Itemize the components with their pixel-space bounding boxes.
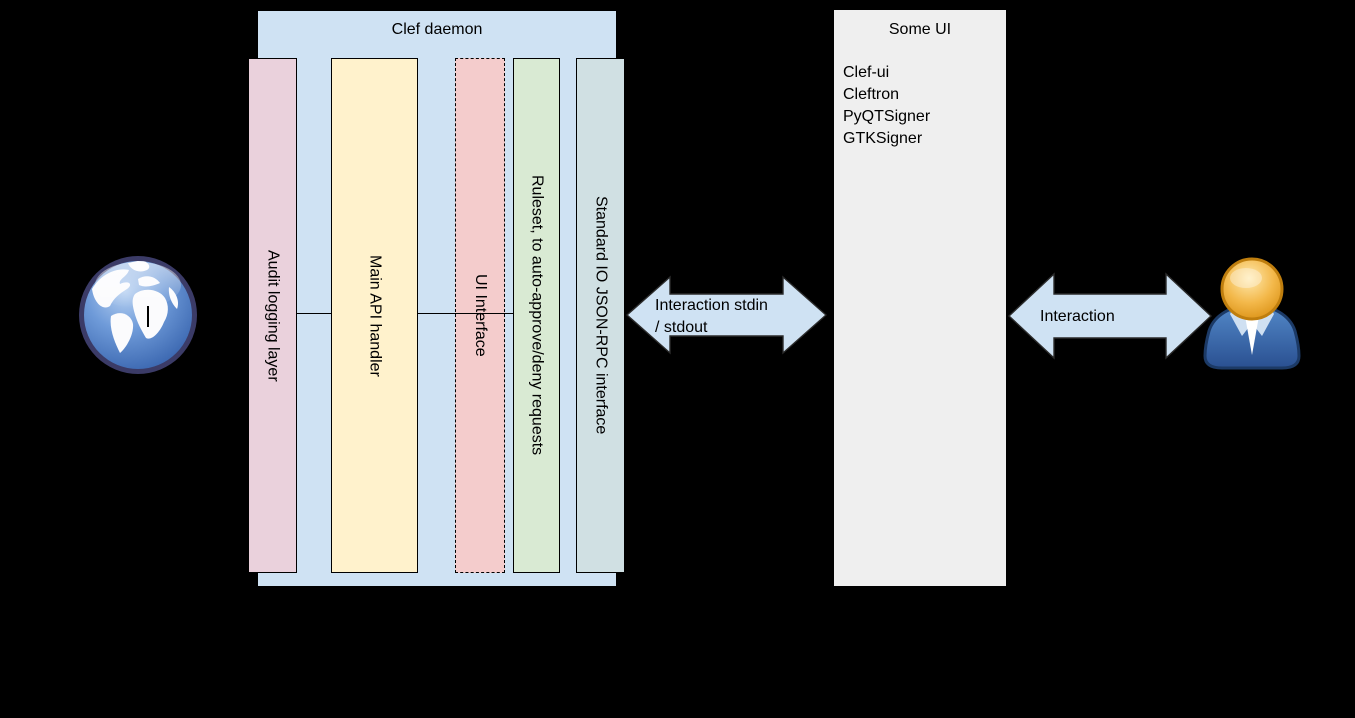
stdin-arrow-label-line1: Interaction stdin <box>655 297 768 314</box>
bar-ruleset: Ruleset, to auto-approve/deny requests <box>513 58 560 573</box>
bar-ui-interface-label: UI Interface <box>472 274 489 357</box>
bar-audit-logging-layer-label: Audit logging layer <box>264 249 282 382</box>
bar-stdio-jsonrpc: Standard IO JSON-RPC interface <box>576 58 625 573</box>
connector-line-api-to-ruleset <box>418 313 513 314</box>
list-item-cleftron: Cleftron <box>843 86 900 103</box>
user-arrow-label: Interaction <box>1040 308 1115 325</box>
some-ui-box <box>833 9 1007 587</box>
bar-audit-logging-layer: Audit logging layer <box>248 58 297 573</box>
some-ui-title: Some UI <box>888 21 952 38</box>
stdin-arrow-label-line2: / stdout <box>655 319 708 336</box>
bar-stdio-jsonrpc-label: Standard IO JSON-RPC interface <box>592 196 610 435</box>
globe-anchor-line <box>147 306 149 327</box>
bar-ui-interface: UI Interface <box>455 58 505 573</box>
clef-daemon-title: Clef daemon <box>391 21 483 38</box>
stdin-arrow-icon <box>626 275 827 355</box>
stdin-arrow-label: Interaction stdin / stdout <box>655 295 768 339</box>
globe-icon <box>79 256 197 374</box>
user-arrow-icon <box>1008 272 1212 360</box>
person-icon <box>1203 257 1301 370</box>
bar-ruleset-label: Ruleset, to auto-approve/deny requests <box>528 175 546 456</box>
clef-daemon-box <box>257 10 617 587</box>
bar-main-api-handler: Main API handler <box>331 58 418 573</box>
list-item-pyqtsigner: PyQTSigner <box>843 108 931 125</box>
list-item-gtksigner: GTKSigner <box>843 130 923 147</box>
list-item-clef-ui: Clef-ui <box>843 64 890 81</box>
connector-line-audit-to-api <box>297 313 331 314</box>
some-ui-list: Clef-ui Cleftron PyQTSigner GTKSigner <box>843 62 1003 150</box>
bar-main-api-handler-label: Main API handler <box>366 254 384 377</box>
